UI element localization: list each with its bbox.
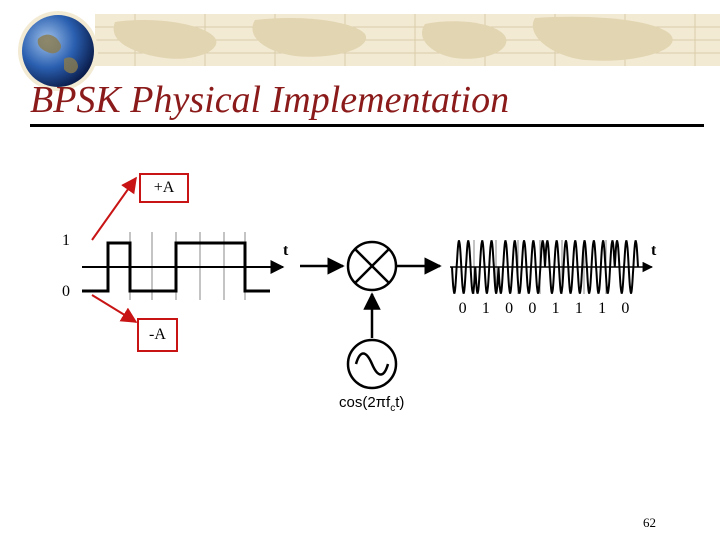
minus-amplitude-label: -A [149, 326, 166, 343]
level-high-label: 1 [62, 232, 70, 249]
bit-label: 0 [621, 300, 630, 317]
bit-label: 1 [598, 300, 607, 317]
baseband-axis-label: t [283, 242, 289, 259]
map-banner [95, 14, 720, 66]
title-underline [30, 124, 704, 127]
carrier-label-tail: t) [395, 394, 405, 411]
plus-amplitude-label: +A [153, 179, 175, 196]
carrier-label-main: cos(2πf [339, 394, 391, 411]
carrier-label-sub: c [390, 403, 396, 414]
bit-label: 1 [551, 300, 560, 317]
level-low-label: 0 [62, 283, 70, 300]
bit-label: 0 [458, 300, 467, 317]
bit-label: 0 [528, 300, 537, 317]
minus-amplitude-box: -A [137, 318, 178, 352]
output-axis-label: t [651, 242, 657, 259]
slide-number: 62 [643, 515, 656, 530]
minus-a-pointer [91, 294, 138, 323]
globe-icon [16, 9, 100, 93]
slide-title: BPSK Physical Implementation [30, 79, 510, 121]
bit-label: 1 [481, 300, 490, 317]
bit-label: 0 [505, 300, 514, 317]
plus-a-pointer [91, 176, 137, 241]
carrier-label: cos(2πfct) [339, 394, 404, 414]
bit-label: 1 [574, 300, 583, 317]
multiplier-icon [346, 240, 398, 292]
oscillator-icon [346, 338, 398, 390]
plus-amplitude-box: +A [139, 173, 189, 203]
